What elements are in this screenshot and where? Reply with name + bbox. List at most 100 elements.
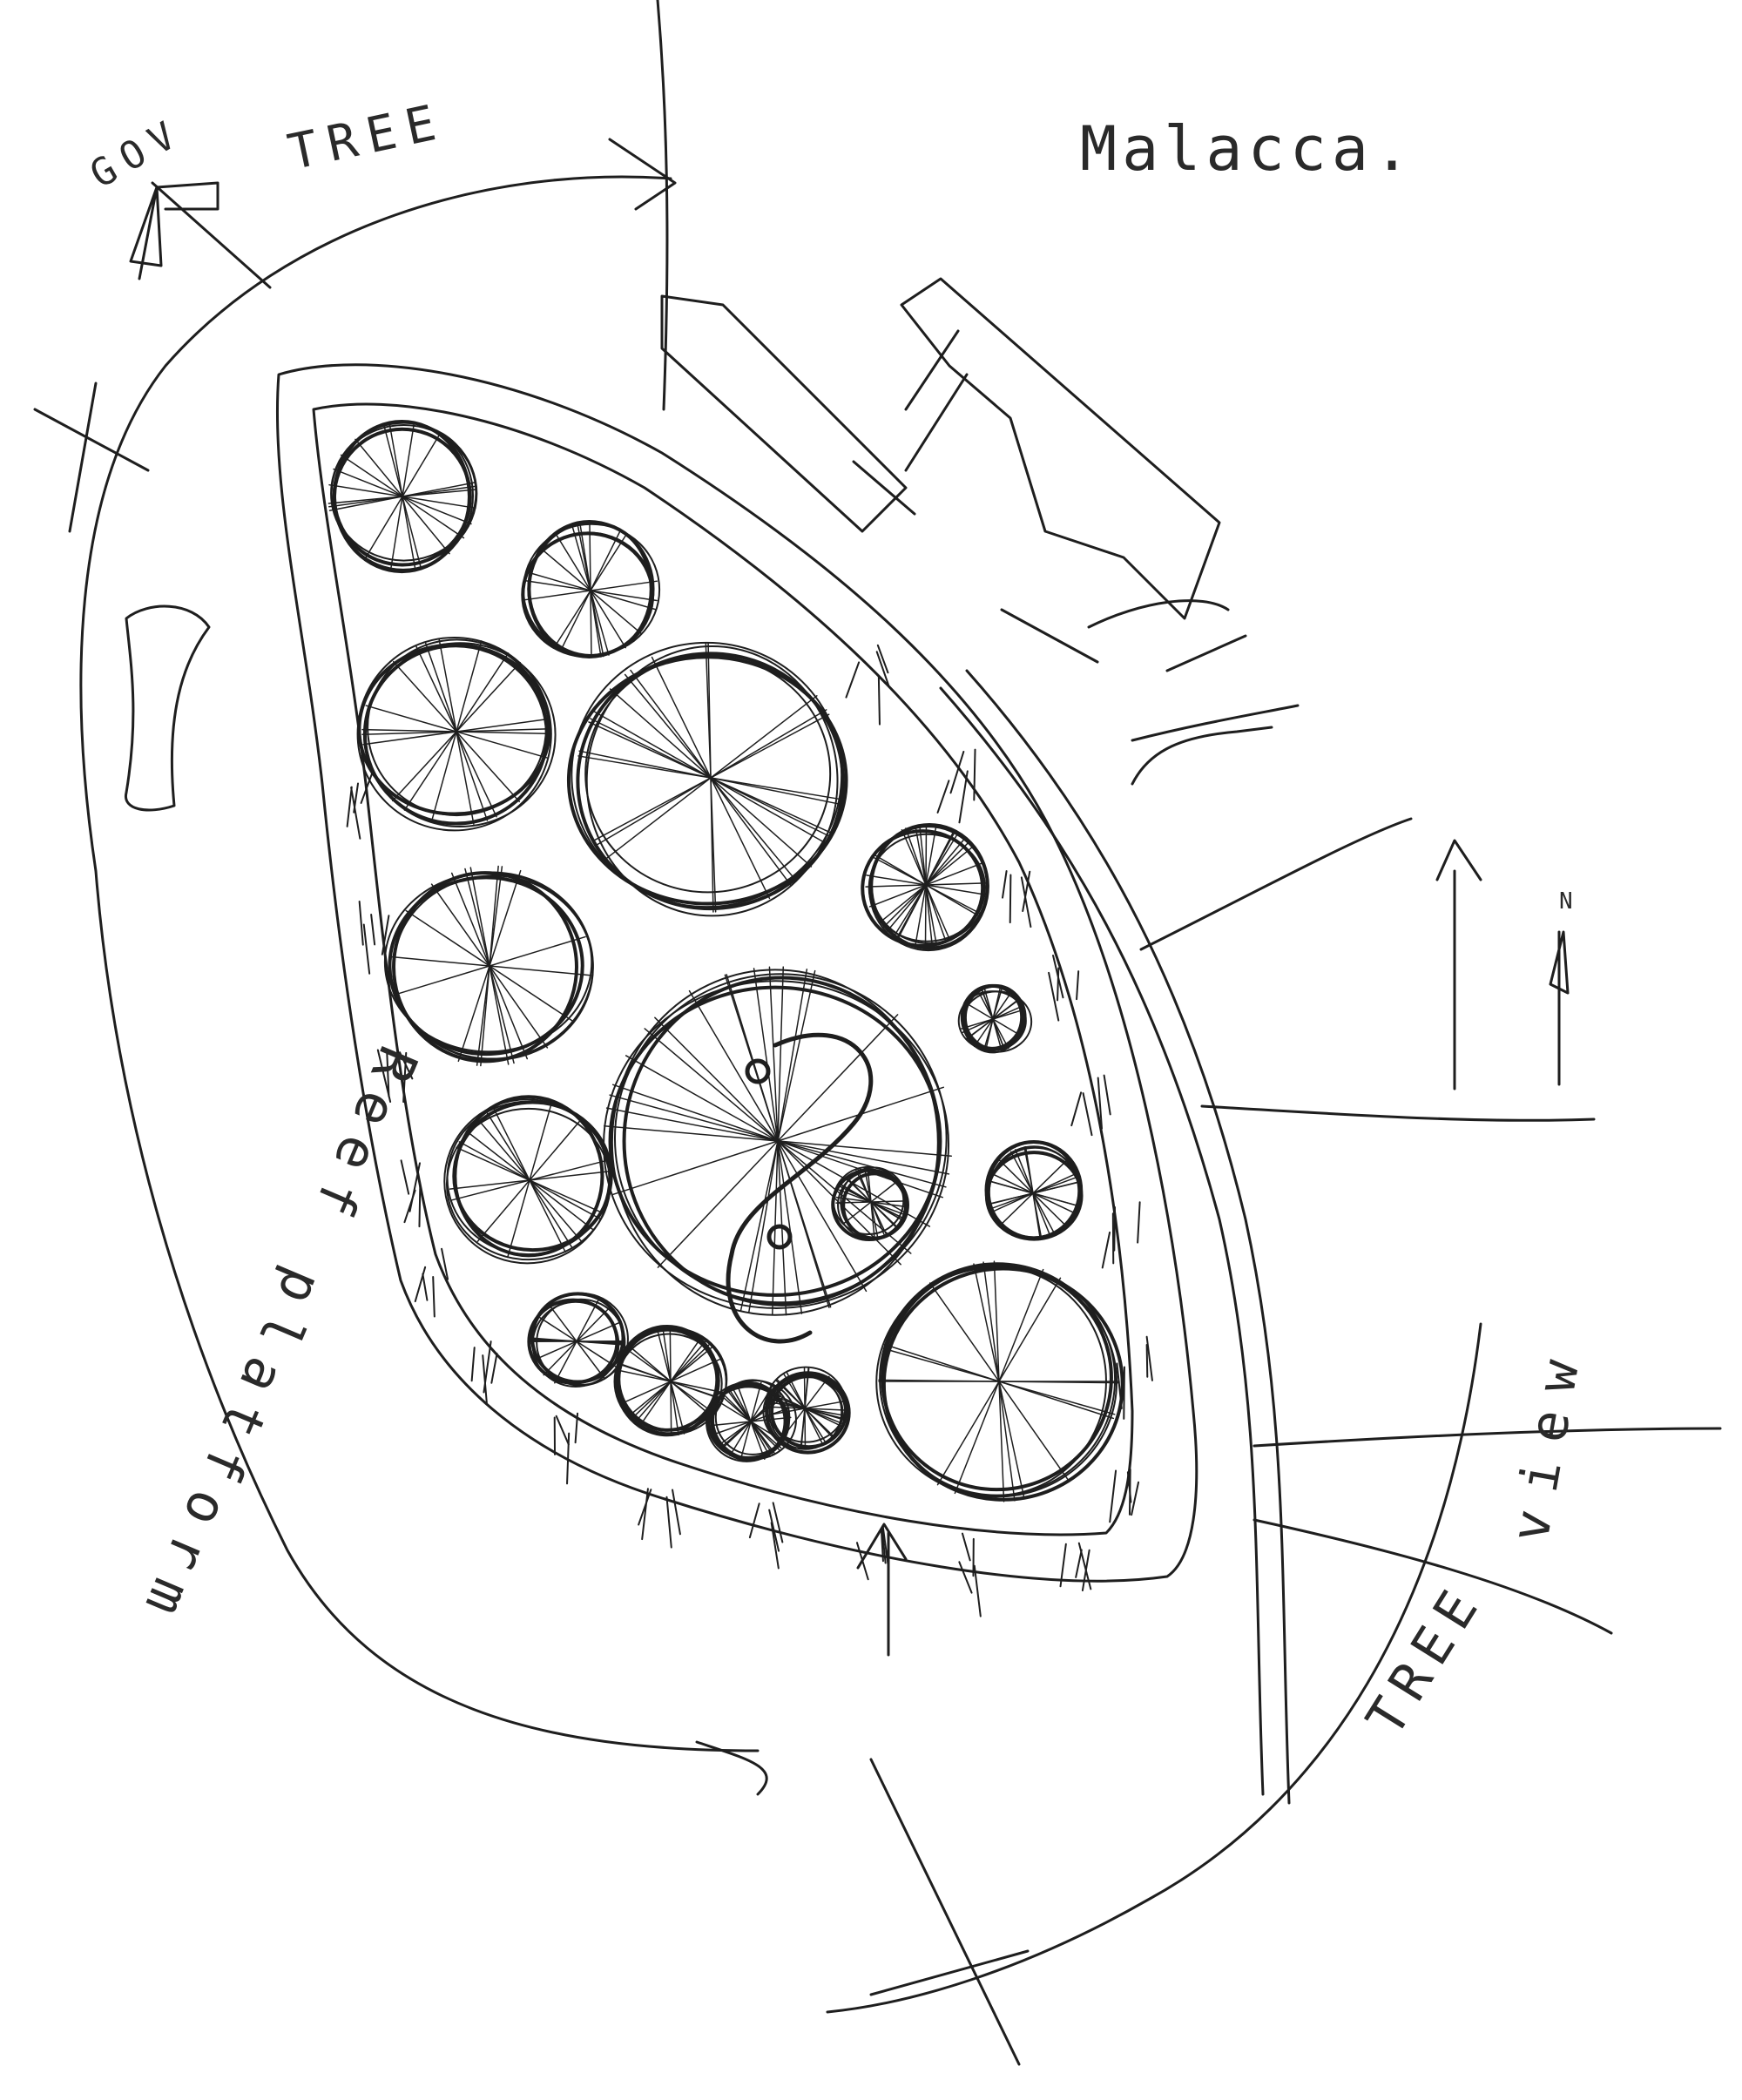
- hatch-stroke: [772, 1502, 784, 1543]
- hatch-stroke: [876, 644, 889, 674]
- hatch-stroke: [408, 1162, 421, 1212]
- building-line: [1000, 599, 1247, 672]
- hatch-stroke: [881, 1529, 887, 1564]
- context-lines: [33, 0, 1722, 2066]
- garden-circle: [611, 969, 939, 1316]
- hatch-stroke: [1081, 1549, 1090, 1592]
- garden-circle: [527, 520, 652, 658]
- circle-spoke: [464, 868, 515, 1064]
- cross-marker: [33, 382, 150, 533]
- garden-circle: [330, 422, 478, 565]
- hatch-stroke: [936, 780, 950, 814]
- garden-circle: [837, 1170, 909, 1240]
- hatch-stroke: [877, 675, 881, 726]
- hatch-stroke: [1075, 1549, 1083, 1578]
- hatch-stroke: [432, 1276, 436, 1318]
- hatch-stroke: [973, 748, 976, 801]
- hatch-stroke: [1097, 1077, 1103, 1130]
- north-arrow-icon: [1549, 930, 1570, 1086]
- hatch-stroke: [400, 1159, 410, 1195]
- hatch-stroke: [1052, 955, 1064, 999]
- hatch-stroke: [358, 900, 364, 946]
- yin-yang-curve: [726, 1032, 874, 1344]
- hatch-stroke: [1057, 967, 1060, 1002]
- garden-circle: [356, 636, 552, 832]
- hatch-stroke: [1113, 1205, 1116, 1252]
- garden-circle: [706, 1381, 788, 1462]
- hatch-stroke: [482, 1354, 488, 1406]
- hatch-stroke: [346, 786, 353, 827]
- cross-marker: [869, 1758, 1030, 2066]
- garden-circle: [988, 1146, 1083, 1240]
- site-boundary-arc-left: [79, 175, 760, 1752]
- hatch-stroke: [958, 1561, 973, 1594]
- hatch-stroke: [422, 1273, 429, 1301]
- hatch-stroke: [360, 772, 374, 804]
- hatch-stroke: [1002, 870, 1008, 899]
- hatch-stroke: [362, 923, 371, 975]
- hatch-stroke: [748, 1502, 760, 1539]
- hatch-stroke: [1022, 870, 1031, 912]
- hatch-stroke: [381, 915, 390, 955]
- hatch-stroke: [555, 1415, 570, 1446]
- garden-circle: [383, 872, 593, 1053]
- hatch-stroke: [880, 1529, 884, 1563]
- grid-line: [1139, 817, 1413, 951]
- hatch-stroke: [1131, 1481, 1140, 1516]
- hatch-stroke: [1009, 874, 1012, 924]
- hatch-stroke: [1059, 1543, 1067, 1588]
- hatch-stroke: [665, 1496, 672, 1549]
- garden-circle: [861, 829, 985, 948]
- hatch-stroke: [399, 1051, 414, 1080]
- circle-spoke: [936, 1277, 1062, 1486]
- yin-yang-dot: [745, 1058, 771, 1084]
- hatch-stroke: [1137, 1201, 1141, 1244]
- hatch-stroke: [1070, 1091, 1083, 1127]
- hatch-stroke: [470, 1347, 476, 1382]
- place-label: Malacca.: [1080, 113, 1416, 185]
- circle-spoke: [361, 728, 551, 735]
- garden-circle: [868, 833, 987, 942]
- hatch-stroke: [490, 1353, 498, 1384]
- hatch-stroke: [845, 661, 861, 699]
- hatch-stroke: [770, 1522, 780, 1570]
- circle-spoke: [354, 438, 450, 555]
- building-block: [900, 277, 1221, 620]
- circle-spoke: [727, 1388, 774, 1455]
- garden-circle: [879, 1262, 1117, 1496]
- grid-line: [1131, 704, 1300, 742]
- arrow-top: [608, 138, 677, 211]
- circle-spoke: [644, 1028, 912, 1254]
- garden-circle: [616, 1333, 723, 1435]
- hatch-stroke: [1101, 1231, 1111, 1269]
- hatch-stroke: [875, 651, 891, 689]
- hatch-stroke: [958, 770, 969, 824]
- grid-line: [1200, 1104, 1596, 1122]
- site-boundary-arc-right: [826, 1322, 1482, 2014]
- hatch-stroke: [641, 1488, 649, 1541]
- hatch-stroke: [638, 1489, 652, 1526]
- hatch-stroke: [949, 750, 965, 794]
- grid-line: [1131, 726, 1273, 786]
- garden-circle: [576, 652, 845, 911]
- hatch-stroke: [566, 1432, 571, 1485]
- hatch-stroke: [881, 1524, 889, 1567]
- garden-circle: [332, 421, 475, 571]
- hatch-stroke: [418, 1185, 422, 1228]
- yin-yang-symbol: [726, 1032, 874, 1344]
- hatch-stroke: [376, 1049, 392, 1103]
- circle-spoke: [589, 523, 592, 658]
- garden-circle: [566, 655, 848, 906]
- hatch-stroke: [1145, 1343, 1149, 1378]
- garden-circle: [392, 874, 594, 1061]
- road-line-top: [656, 0, 669, 411]
- garden-circle: [367, 638, 547, 817]
- building-block: [852, 329, 969, 516]
- circle-spoke: [451, 1159, 608, 1201]
- garden-circle: [585, 645, 839, 917]
- hatch-stroke: [1103, 1074, 1111, 1116]
- cross-marker: [695, 1740, 768, 1796]
- tree-outline: [125, 604, 211, 812]
- garden-circle: [622, 976, 942, 1307]
- hatch-stroke: [414, 1266, 427, 1303]
